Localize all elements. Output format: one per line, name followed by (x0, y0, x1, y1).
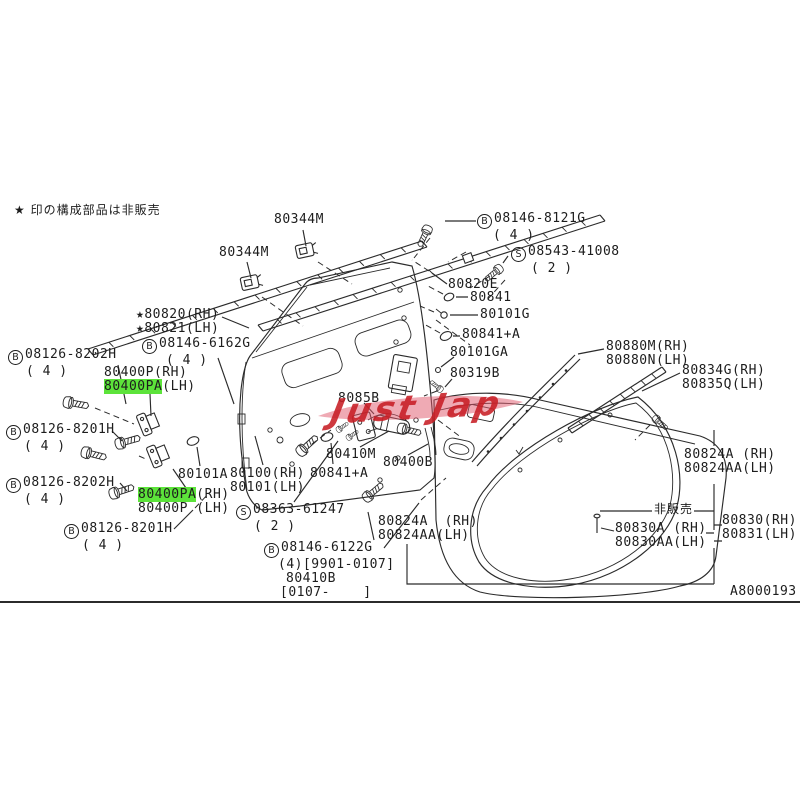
part-label-80344m-a: 80344M (274, 212, 324, 227)
circled-b-icon: B (6, 425, 21, 440)
part-label-80841a2: 80841+A (310, 466, 369, 481)
part-label-80100: 80100(RH)80101(LH) (230, 466, 305, 495)
grommet-80101a (186, 436, 200, 446)
part-label-8085b: 8085B (338, 391, 380, 406)
grommet-80841a (439, 331, 453, 341)
part-label-80841a: 80841+A (462, 327, 521, 342)
circled-b-icon: B (264, 543, 279, 558)
part-label-80820rh: ★80820(RH)★80821(LH) (136, 307, 220, 336)
part-label-g80400p-b: 80400PA(RH)80400P (LH) (138, 487, 230, 516)
clip-80101ga (434, 366, 442, 374)
part-label-80400b: 80400B (383, 455, 433, 470)
part-label-80820e: 80820E (448, 277, 498, 292)
part-label-80830a: 80830A (RH)80830AA(LH) (615, 521, 707, 550)
diagram-code-label: A8000193 (730, 584, 797, 599)
part-label-80830: 80830(RH)80831(LH) (722, 513, 797, 542)
door-moulding-strips (87, 214, 657, 427)
part-label-80824a-r: 80824A (RH)80824AA(LH) (684, 447, 776, 476)
circled-s-icon: S (236, 505, 251, 520)
rear-moulding-strip (567, 366, 667, 434)
circled-b-icon: B (477, 214, 492, 229)
door-weatherstrip-loop (470, 396, 681, 588)
circled-b-icon: B (8, 350, 23, 365)
legend-note: ★ 印の構成部品は非販売 (14, 203, 161, 217)
part-label-g80400p-a: 80400P(RH)80400PA(LH) (104, 365, 196, 394)
part-label-80824a-l: 80824A (RH)80824AA(LH) (378, 514, 478, 543)
clip-80101g (440, 311, 448, 319)
part-label-80834g: 80834G(RH)80835Q(LH) (682, 363, 766, 392)
circled-b-icon: B (6, 478, 21, 493)
part-label-80344m-b: 80344M (219, 245, 269, 260)
clip-small (461, 251, 475, 265)
part-label-80841: 80841 (470, 290, 512, 305)
door-lock-assembly (387, 354, 418, 396)
circled-b-icon: B (64, 524, 79, 539)
part-label-80319b: 80319B (450, 366, 500, 381)
part-label-80410m: 80410M (326, 447, 376, 462)
part-label-80880m: 80880M(RH)80880N(LH) (606, 339, 690, 368)
part-label-80101a: 80101A (178, 467, 228, 482)
circled-b-icon: B (142, 339, 157, 354)
circled-s-icon: S (511, 247, 526, 262)
door-inner-panel (237, 261, 436, 511)
not-for-sale-label: 非販売 (654, 502, 694, 516)
part-label-80101ga: 80101GA (450, 345, 509, 360)
projection-lines (94, 237, 651, 509)
sealing-screen-strip (471, 354, 581, 467)
grommet-80841 (443, 292, 455, 302)
part-label-80101g: 80101G (480, 307, 530, 322)
